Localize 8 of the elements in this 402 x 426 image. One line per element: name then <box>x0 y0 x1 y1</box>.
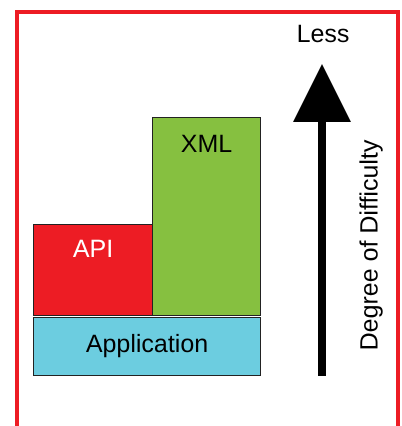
block-label: API <box>72 235 114 264</box>
block-label: XML <box>180 130 234 159</box>
arrow-label: Less <box>296 20 350 49</box>
axis-label: Degree of Difficulty <box>356 140 384 350</box>
application-block <box>33 317 261 376</box>
xml-block <box>152 117 261 316</box>
api-block <box>33 224 153 316</box>
block-label: Application <box>84 330 210 359</box>
